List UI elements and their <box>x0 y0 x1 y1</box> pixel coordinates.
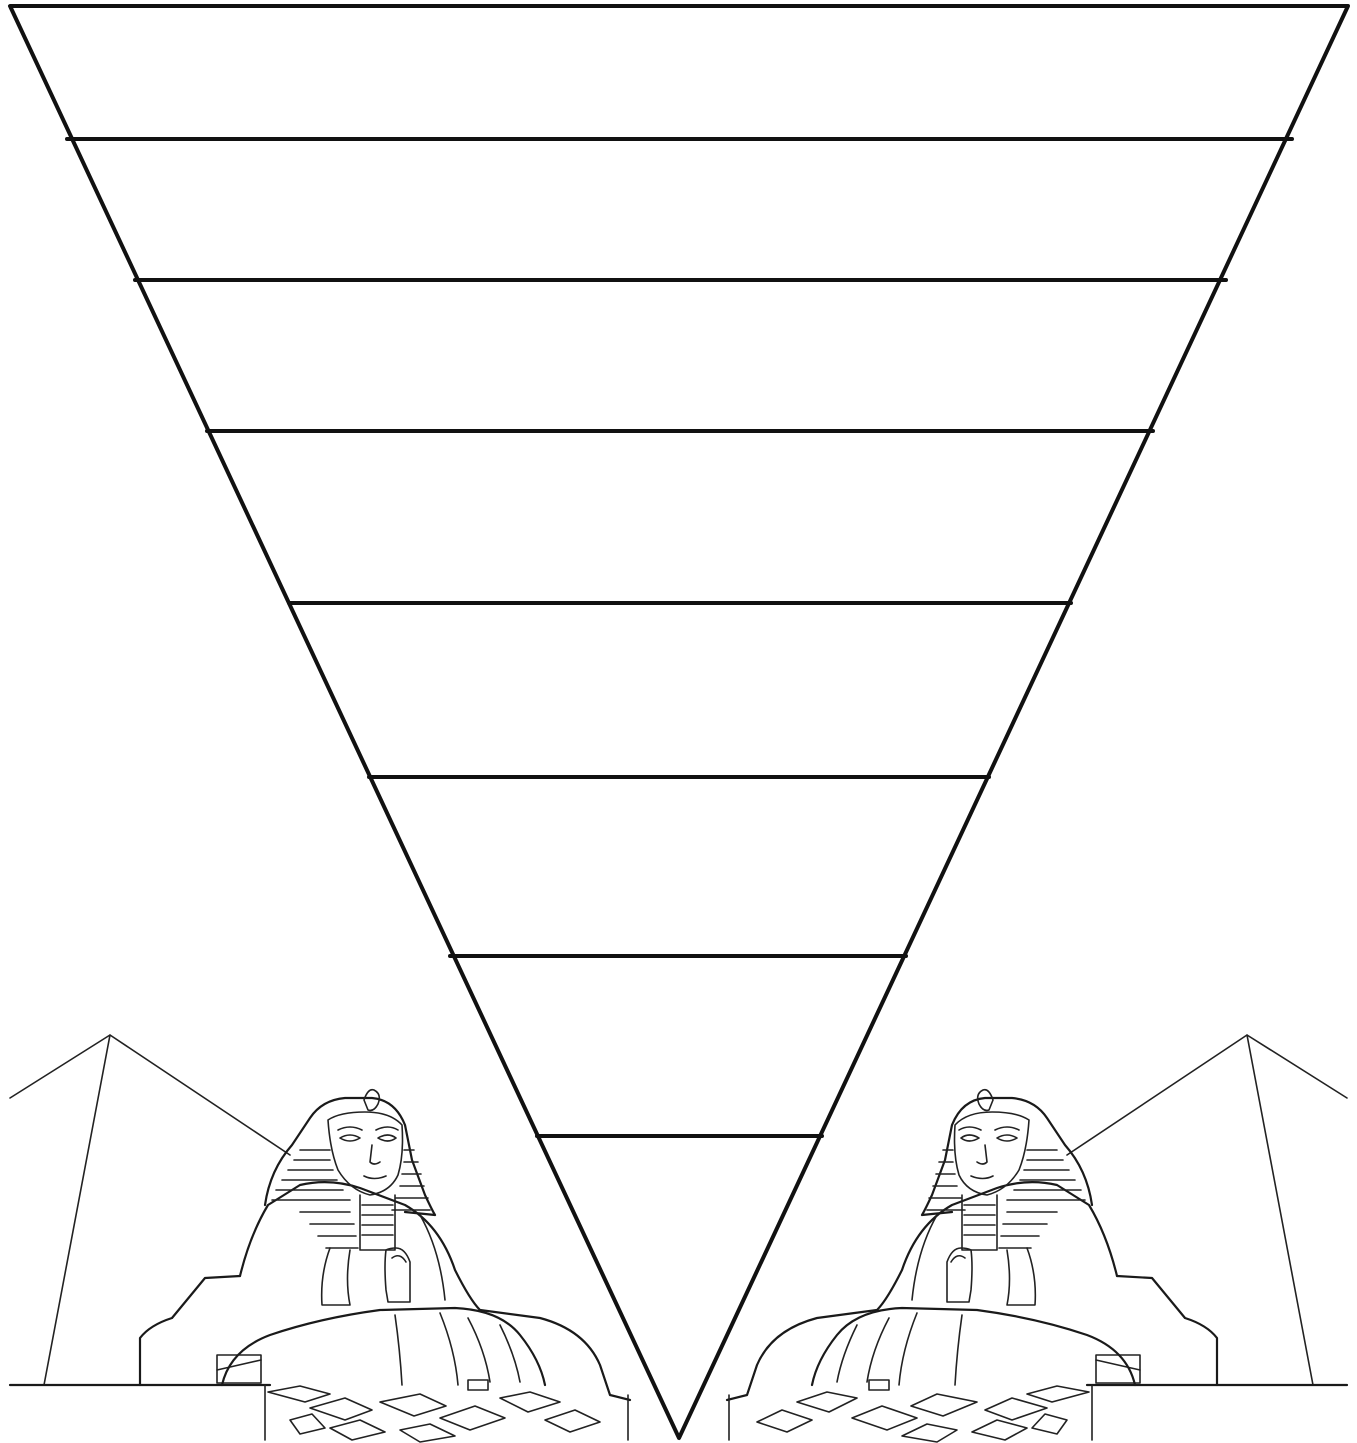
pyramid-fill <box>10 6 1348 1438</box>
